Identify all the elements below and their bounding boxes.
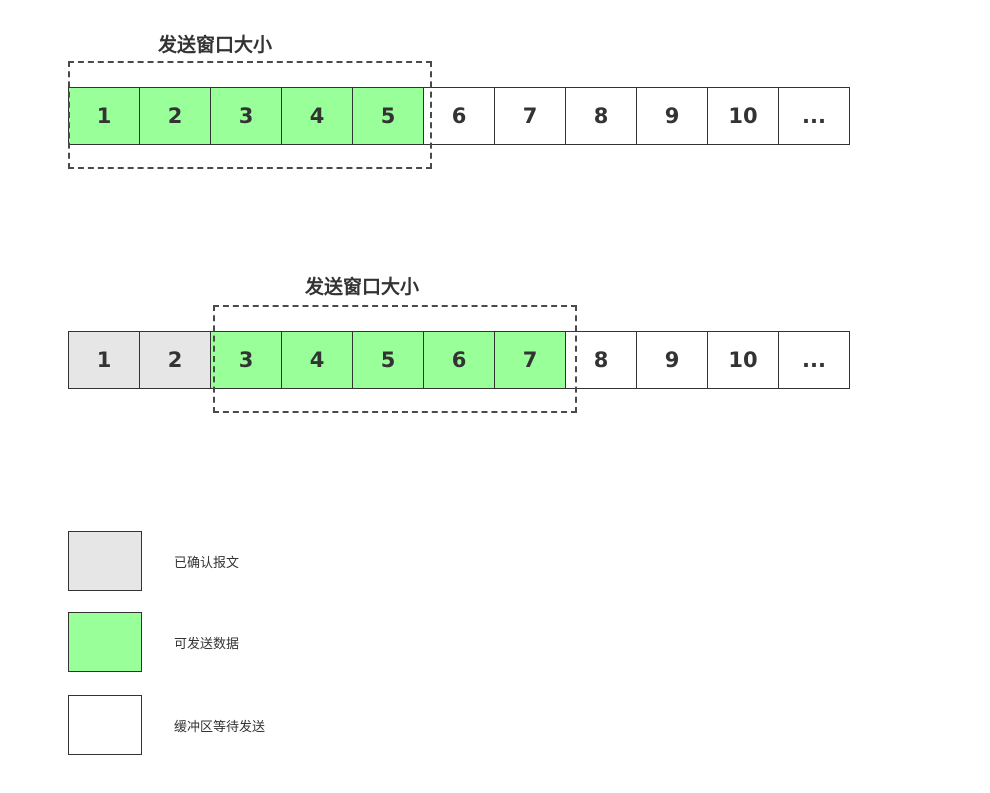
sequence-cell: 4	[281, 87, 353, 145]
sequence-cell: 10	[707, 331, 779, 389]
sequence-cell: 1	[68, 87, 140, 145]
legend-label-acknowledged: 已确认报文	[174, 555, 240, 571]
legend-item-sendable: 可发送数据	[68, 612, 239, 672]
sequence-cell: 5	[352, 331, 424, 389]
legend-label-buffered: 缓冲区等待发送	[174, 719, 266, 735]
legend-item-buffered: 缓冲区等待发送	[68, 695, 265, 755]
sequence-cell: ...	[778, 331, 850, 389]
sequence-cell: 5	[352, 87, 424, 145]
legend-swatch-acknowledged	[68, 531, 142, 591]
sequence-cell: 6	[423, 331, 495, 389]
sequence-cell: 2	[139, 87, 211, 145]
sequence-cell: 8	[565, 331, 637, 389]
legend-label-sendable: 可发送数据	[174, 636, 240, 652]
sequence-cell: 3	[210, 87, 282, 145]
sequence-cell: 9	[636, 87, 708, 145]
sequence-cell: 3	[210, 331, 282, 389]
legend-item-acknowledged: 已确认报文	[68, 531, 239, 591]
sequence-cell: 1	[68, 331, 140, 389]
sequence-cell: 4	[281, 331, 353, 389]
sequence-cell: 8	[565, 87, 637, 145]
legend-swatch-sendable	[68, 612, 142, 672]
sequence-cell: 7	[494, 87, 566, 145]
sequence-cell: 9	[636, 331, 708, 389]
sequence-cell: 6	[423, 87, 495, 145]
send-window-label-2: 发送窗口大小	[305, 276, 420, 298]
legend-swatch-buffered	[68, 695, 142, 755]
sequence-cell: 10	[707, 87, 779, 145]
send-window-label-1: 发送窗口大小	[158, 34, 273, 56]
sequence-cell: 2	[139, 331, 211, 389]
sequence-cell: 7	[494, 331, 566, 389]
sequence-cell: ...	[778, 87, 850, 145]
